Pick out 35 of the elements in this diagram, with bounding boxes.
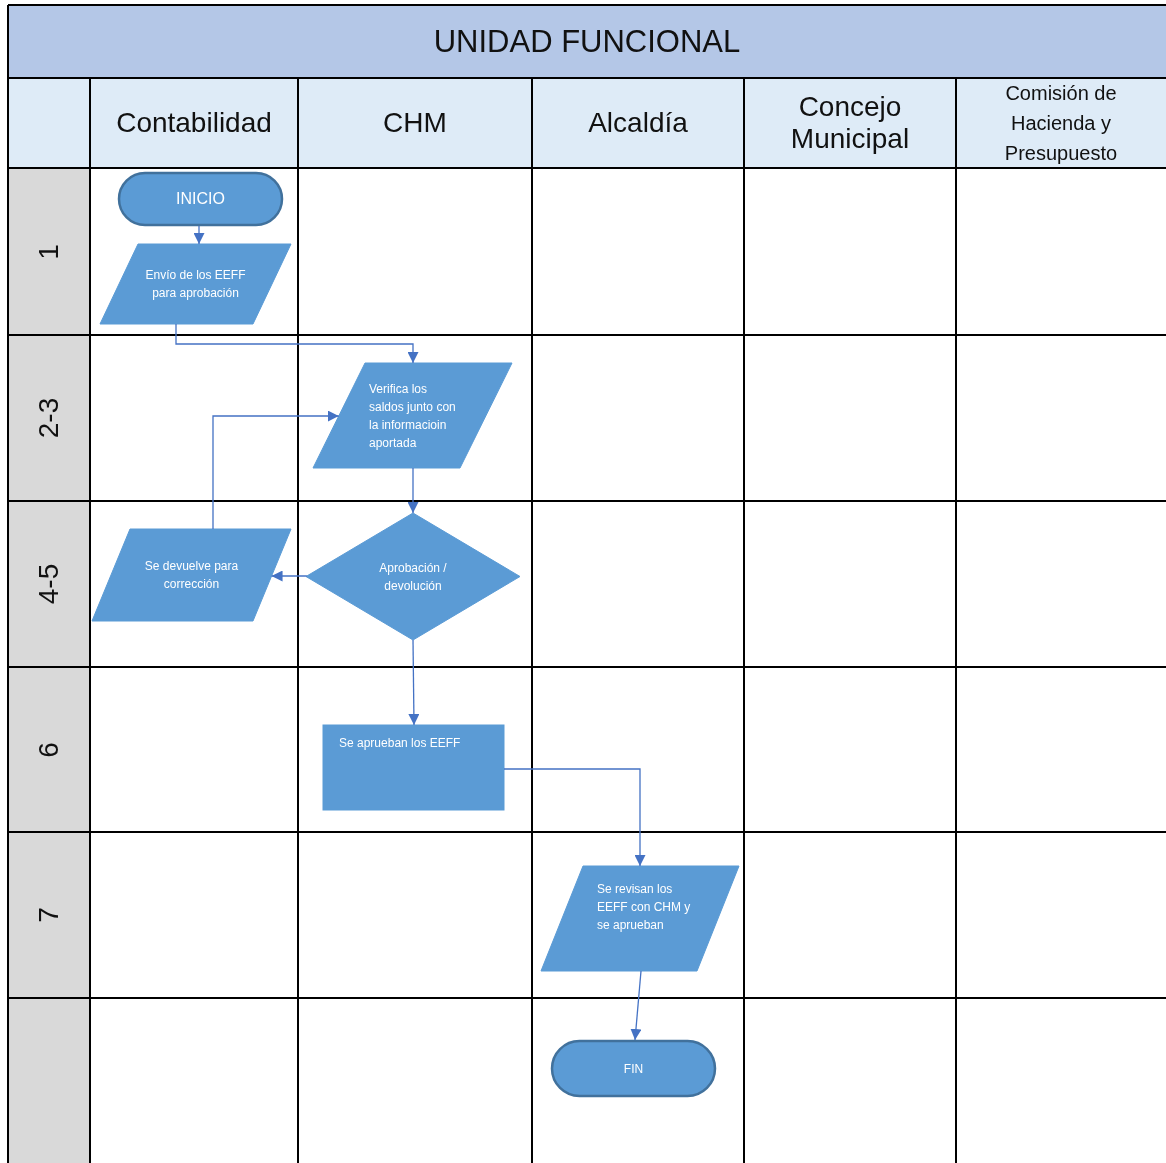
node-text: Se aprueban los EEFF <box>339 735 462 752</box>
decision-diamond <box>306 513 520 640</box>
node-text: Aprobación / devolución <box>378 559 448 595</box>
arrow <box>407 467 419 514</box>
arrow <box>175 323 419 364</box>
node-text: Envío de los EEFF para aprobación <box>144 267 247 302</box>
row-number: 2-3 <box>33 397 65 439</box>
arrow <box>408 639 420 726</box>
column-header: Concejo Municipal <box>744 78 956 168</box>
arrow <box>212 410 340 530</box>
row-number: 6 <box>33 741 65 758</box>
node-text: Se devuelve para corrección <box>143 558 240 593</box>
node-text: Se revisan los EEFF con CHM y se aprueban <box>597 881 692 934</box>
arrow <box>270 570 308 582</box>
data-parallelogram <box>541 866 739 971</box>
node-text: Verifica los saldos junto con la informacioin aportada <box>369 380 457 452</box>
row-number: 1 <box>33 243 65 260</box>
arrow <box>503 768 646 867</box>
title-band: UNIDAD FUNCIONAL <box>8 5 1166 78</box>
column-header: CHM <box>298 78 532 168</box>
node-text: INICIO <box>175 190 226 208</box>
terminal-shape <box>551 1040 716 1097</box>
node-text: FIN <box>622 1060 645 1078</box>
arrow <box>630 970 642 1041</box>
column-header: Comisión de Hacienda y Presupuesto <box>956 78 1166 168</box>
data-parallelogram <box>100 244 291 324</box>
row-number: 7 <box>33 907 65 923</box>
row-number: 4-5 <box>33 563 65 605</box>
column-header: Alcaldía <box>532 78 744 168</box>
data-parallelogram <box>92 529 291 621</box>
process-box <box>323 725 504 810</box>
arrow <box>193 225 205 245</box>
column-header: Contabilidad <box>90 78 298 168</box>
terminal-shape <box>118 172 283 226</box>
data-parallelogram <box>313 363 512 468</box>
